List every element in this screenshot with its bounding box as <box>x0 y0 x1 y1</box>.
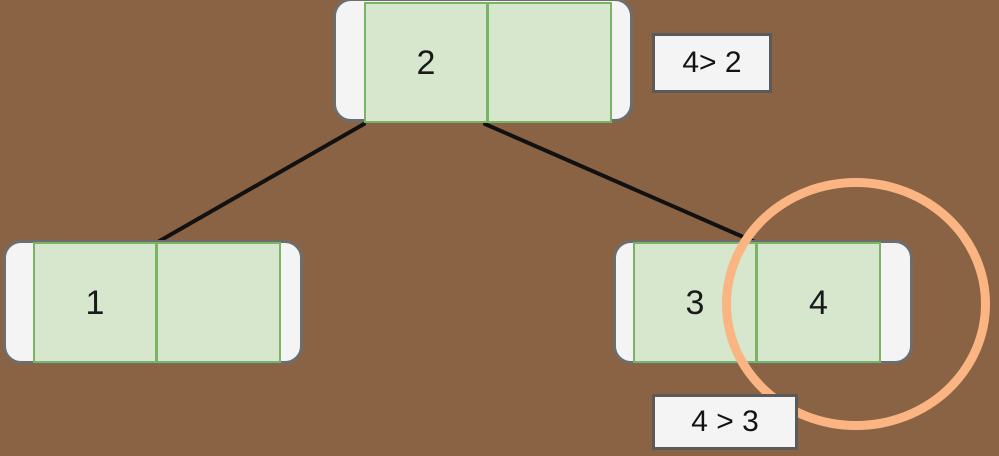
comparison-label-right-child: 4 > 3 <box>652 394 798 450</box>
node-left-child-cell-1[interactable] <box>157 242 281 363</box>
node-left-child-cells[interactable]: 1 <box>33 242 281 363</box>
inserted-value-highlight-ring <box>722 178 990 430</box>
node-root-cells[interactable]: 2 <box>364 2 612 123</box>
node-left-child-cell-0[interactable]: 1 <box>33 242 157 363</box>
edge-root-to-right-child <box>483 122 759 245</box>
node-root-cell-0[interactable]: 2 <box>364 2 488 123</box>
comparison-label-root: 4> 2 <box>652 33 772 93</box>
node-root-cell-1[interactable] <box>488 2 612 123</box>
edge-root-to-left-child <box>154 122 366 245</box>
